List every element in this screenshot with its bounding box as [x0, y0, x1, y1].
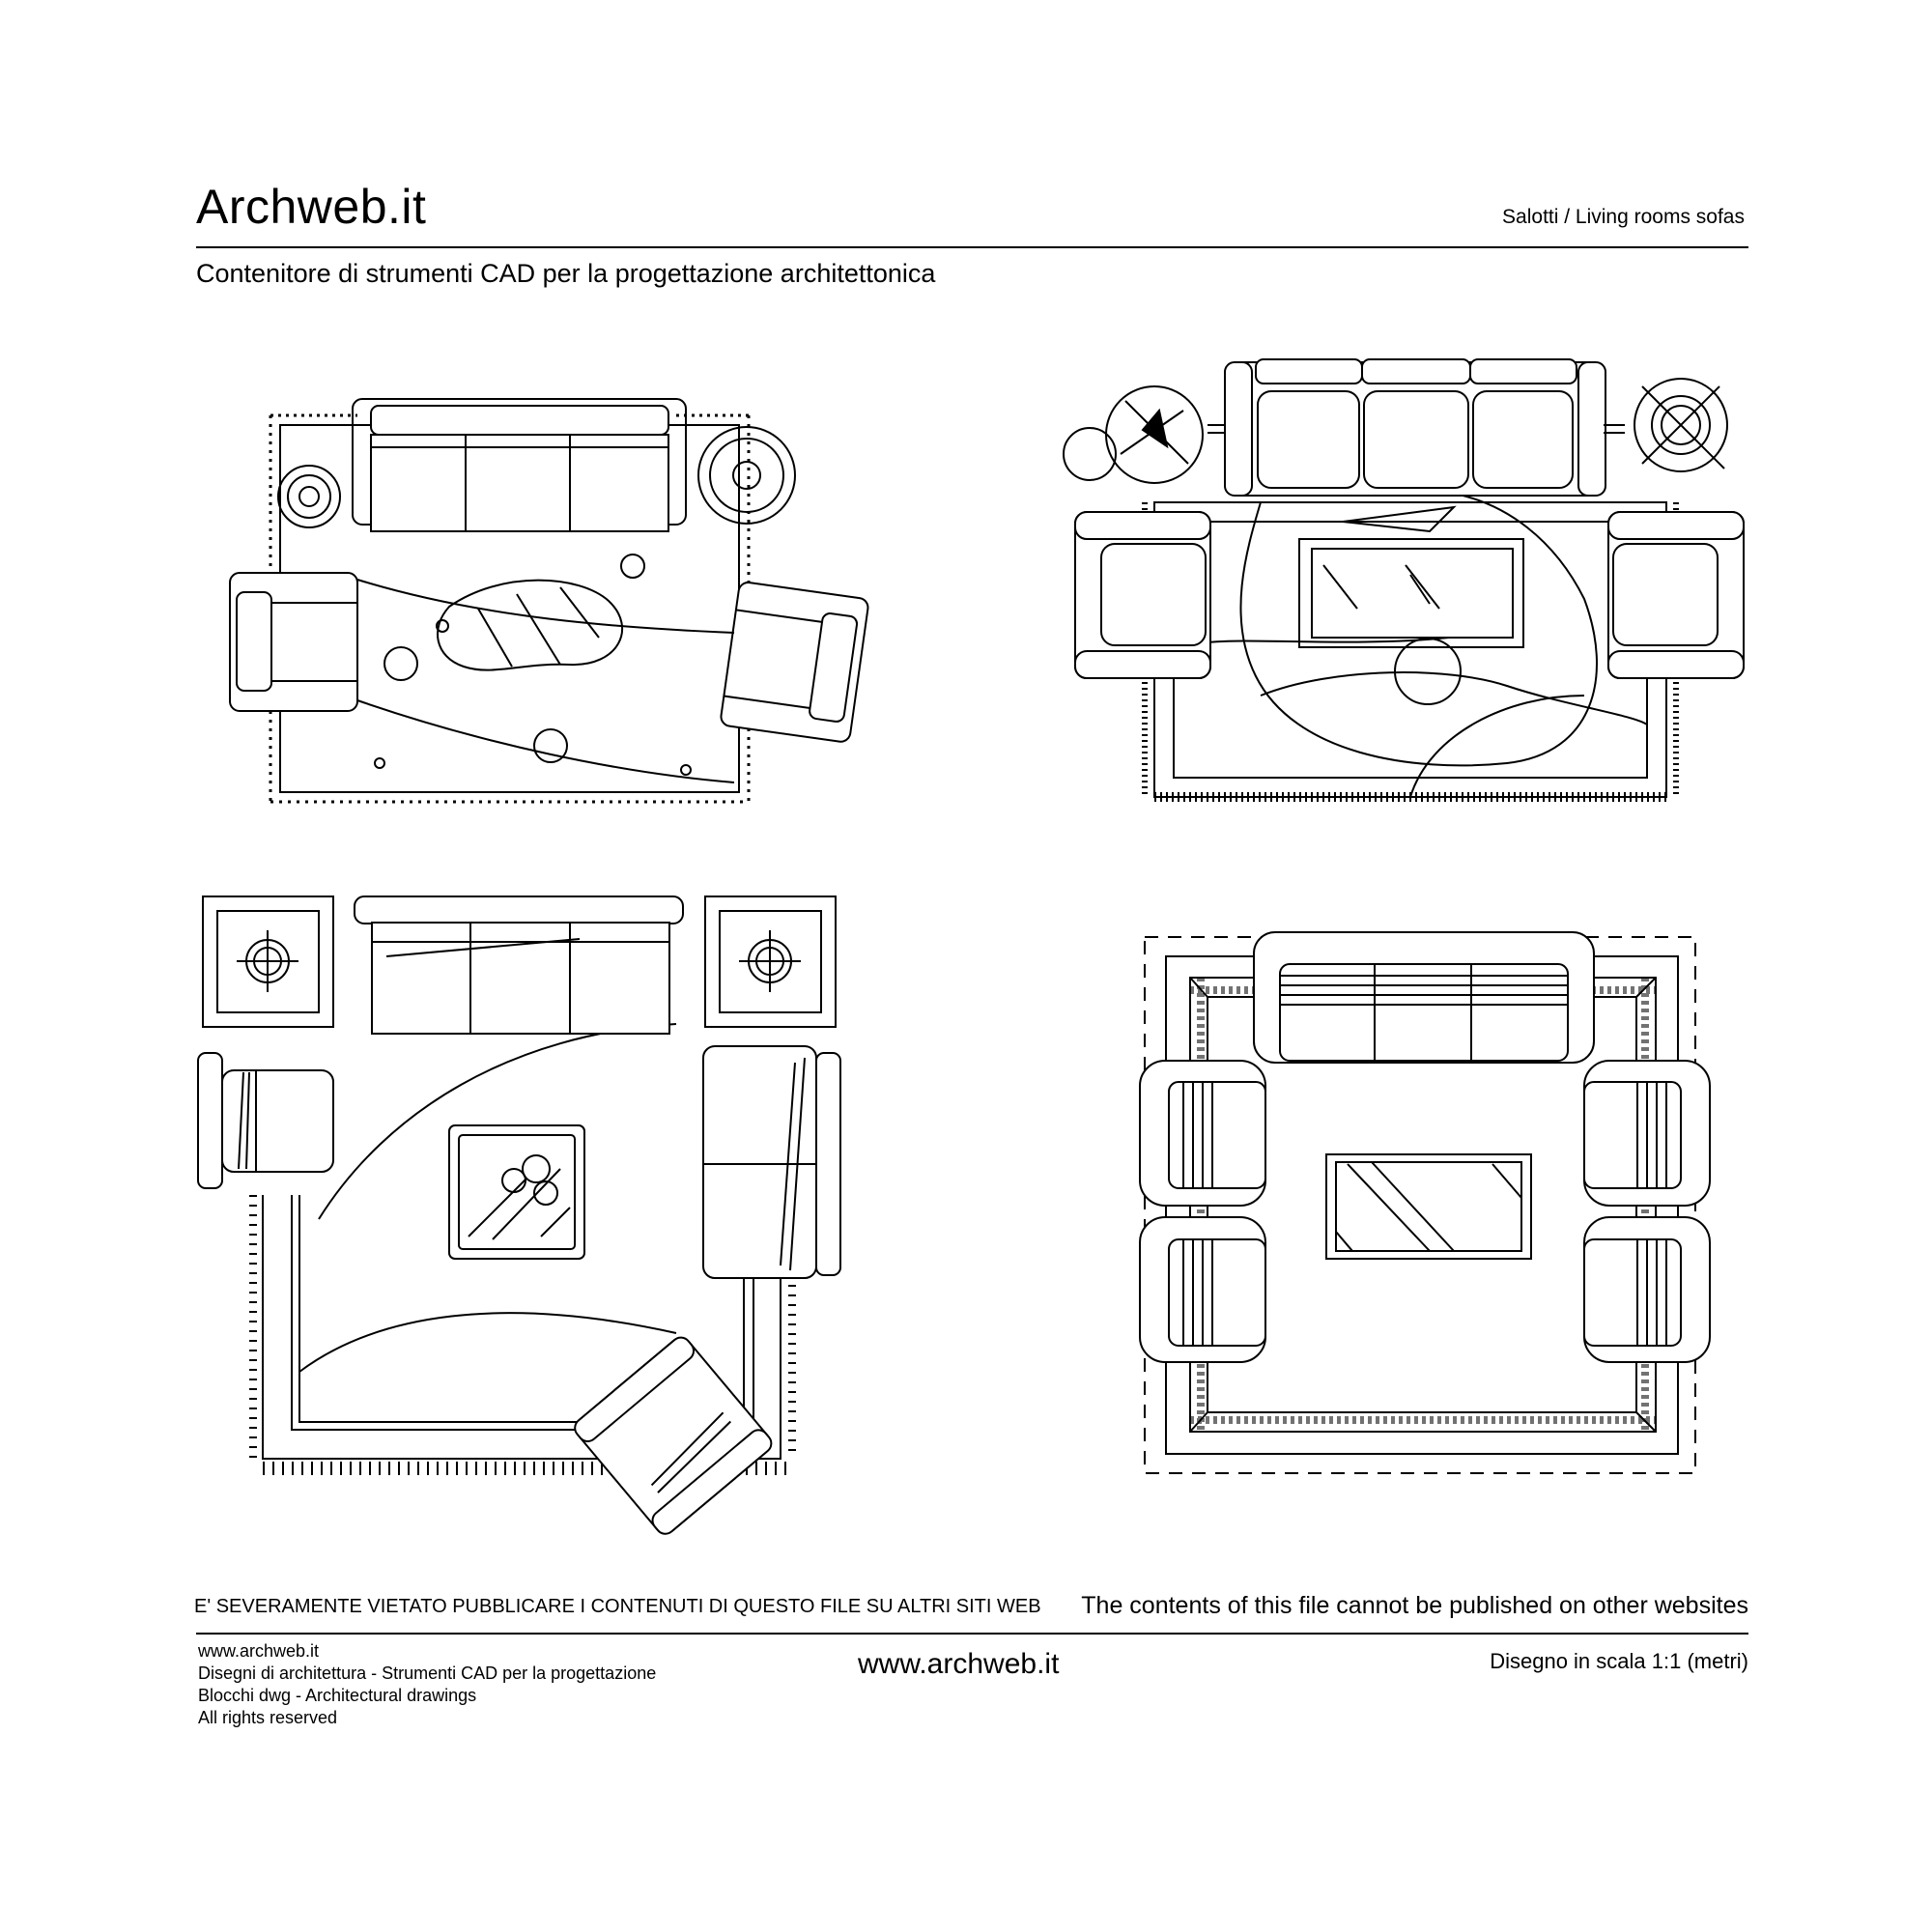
- side-table-lamp-1a: [278, 466, 340, 527]
- copyright-warning-italian: E' SEVERAMENTE VIETATO PUBBLICARE I CONT…: [194, 1596, 1041, 1617]
- armchair-4b: [1140, 1217, 1265, 1362]
- living-room-layout-1: [230, 399, 869, 802]
- coffee-table-1: [357, 554, 734, 782]
- category-label: Salotti / Living rooms sofas: [1502, 206, 1745, 228]
- copyright-warning-english: The contents of this file cannot be publ…: [1081, 1592, 1748, 1619]
- page-subtitle: Contenitore di strumenti CAD per la prog…: [196, 259, 936, 288]
- sofa-3: [355, 896, 683, 1034]
- armchair-4c: [1584, 1061, 1710, 1206]
- armchair-3b: [571, 1334, 775, 1538]
- sofa-4: [1254, 932, 1594, 1063]
- rug-3: [253, 1024, 792, 1468]
- end-table-3a: [203, 896, 333, 1027]
- sofa-1: [353, 399, 686, 531]
- end-table-3b: [705, 896, 836, 1027]
- armchair-1a: [230, 573, 357, 711]
- brand-logo-text: Archweb.it: [196, 180, 427, 234]
- armchair-2b: [1608, 512, 1744, 678]
- coffee-table-3: [449, 1125, 584, 1259]
- living-room-layout-3: [198, 896, 840, 1538]
- loveseat-3: [703, 1046, 840, 1278]
- sofa-2: [1208, 359, 1625, 496]
- armchair-3a: [198, 1053, 333, 1188]
- coffee-table-4: [1326, 1154, 1531, 1259]
- footer-website: www.archweb.it: [858, 1648, 1060, 1680]
- credits-line: www.archweb.it: [198, 1641, 320, 1661]
- armchair-4d: [1584, 1217, 1710, 1362]
- credits-line: Disegni di architettura - Strumenti CAD …: [198, 1663, 657, 1683]
- living-room-layout-2: [1064, 359, 1744, 797]
- scale-note: Disegno in scala 1:1 (metri): [1490, 1649, 1748, 1673]
- living-room-layout-4: [1140, 932, 1710, 1473]
- credits-line: All rights reserved: [198, 1708, 338, 1727]
- credits-line: Blocchi dwg - Architectural drawings: [198, 1686, 477, 1705]
- footer-divider: [196, 1633, 1748, 1635]
- floor-lamp-2a: [1064, 386, 1203, 483]
- header-divider: [196, 246, 1748, 248]
- side-table-lamp-1b: [698, 427, 795, 524]
- coffee-table-2: [1299, 539, 1523, 704]
- armchair-1b: [720, 582, 869, 743]
- footer-credits: www.archweb.it Disegni di architettura -…: [198, 1640, 656, 1729]
- floor-lamp-2b: [1634, 379, 1727, 471]
- armchair-2a: [1075, 512, 1210, 678]
- armchair-4a: [1140, 1061, 1265, 1206]
